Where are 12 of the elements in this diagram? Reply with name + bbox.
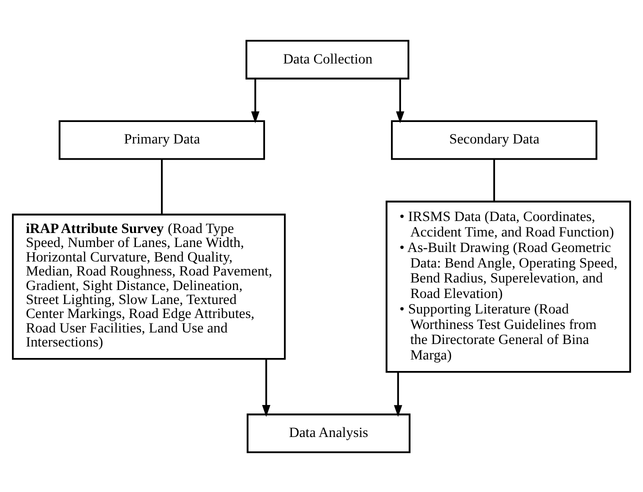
node-box: • IRSMS Data (Data, Coordinates, Accident Time, and Road Function) • As-Built Drawing (Road Geometric Data: Bend Angle, Operating Speed, Bend Radius, Superelevation, and Road Elevation) • Supporting Literature (Road Worthiness Test Guidelines from the Directorate General of Bina Marga) [386,200,632,372]
arrow [251,78,260,123]
node-box: Primary Data [58,120,266,160]
node-box: iRAP Attribute Survey (Road Type Speed, Number of Lanes, Lane Width, Horizontal Curvature, Bend Quality, Median, Road Roughness, Road Pavement, Gradient, Sight Distance, Delineation, Street Lighting, Slow Lane, Textured Center Markings, Road Edge Attributes, Road User Facilities, Land Use and Intersections) [12,213,286,360]
node-box: Secondary Data [390,120,598,160]
node-box: Data Analysis [246,413,410,453]
connector [493,158,496,201]
arrow [394,372,402,416]
connector [160,158,163,214]
node-box: Data Collection [246,39,410,79]
arrow [396,78,404,123]
arrow [262,358,270,416]
